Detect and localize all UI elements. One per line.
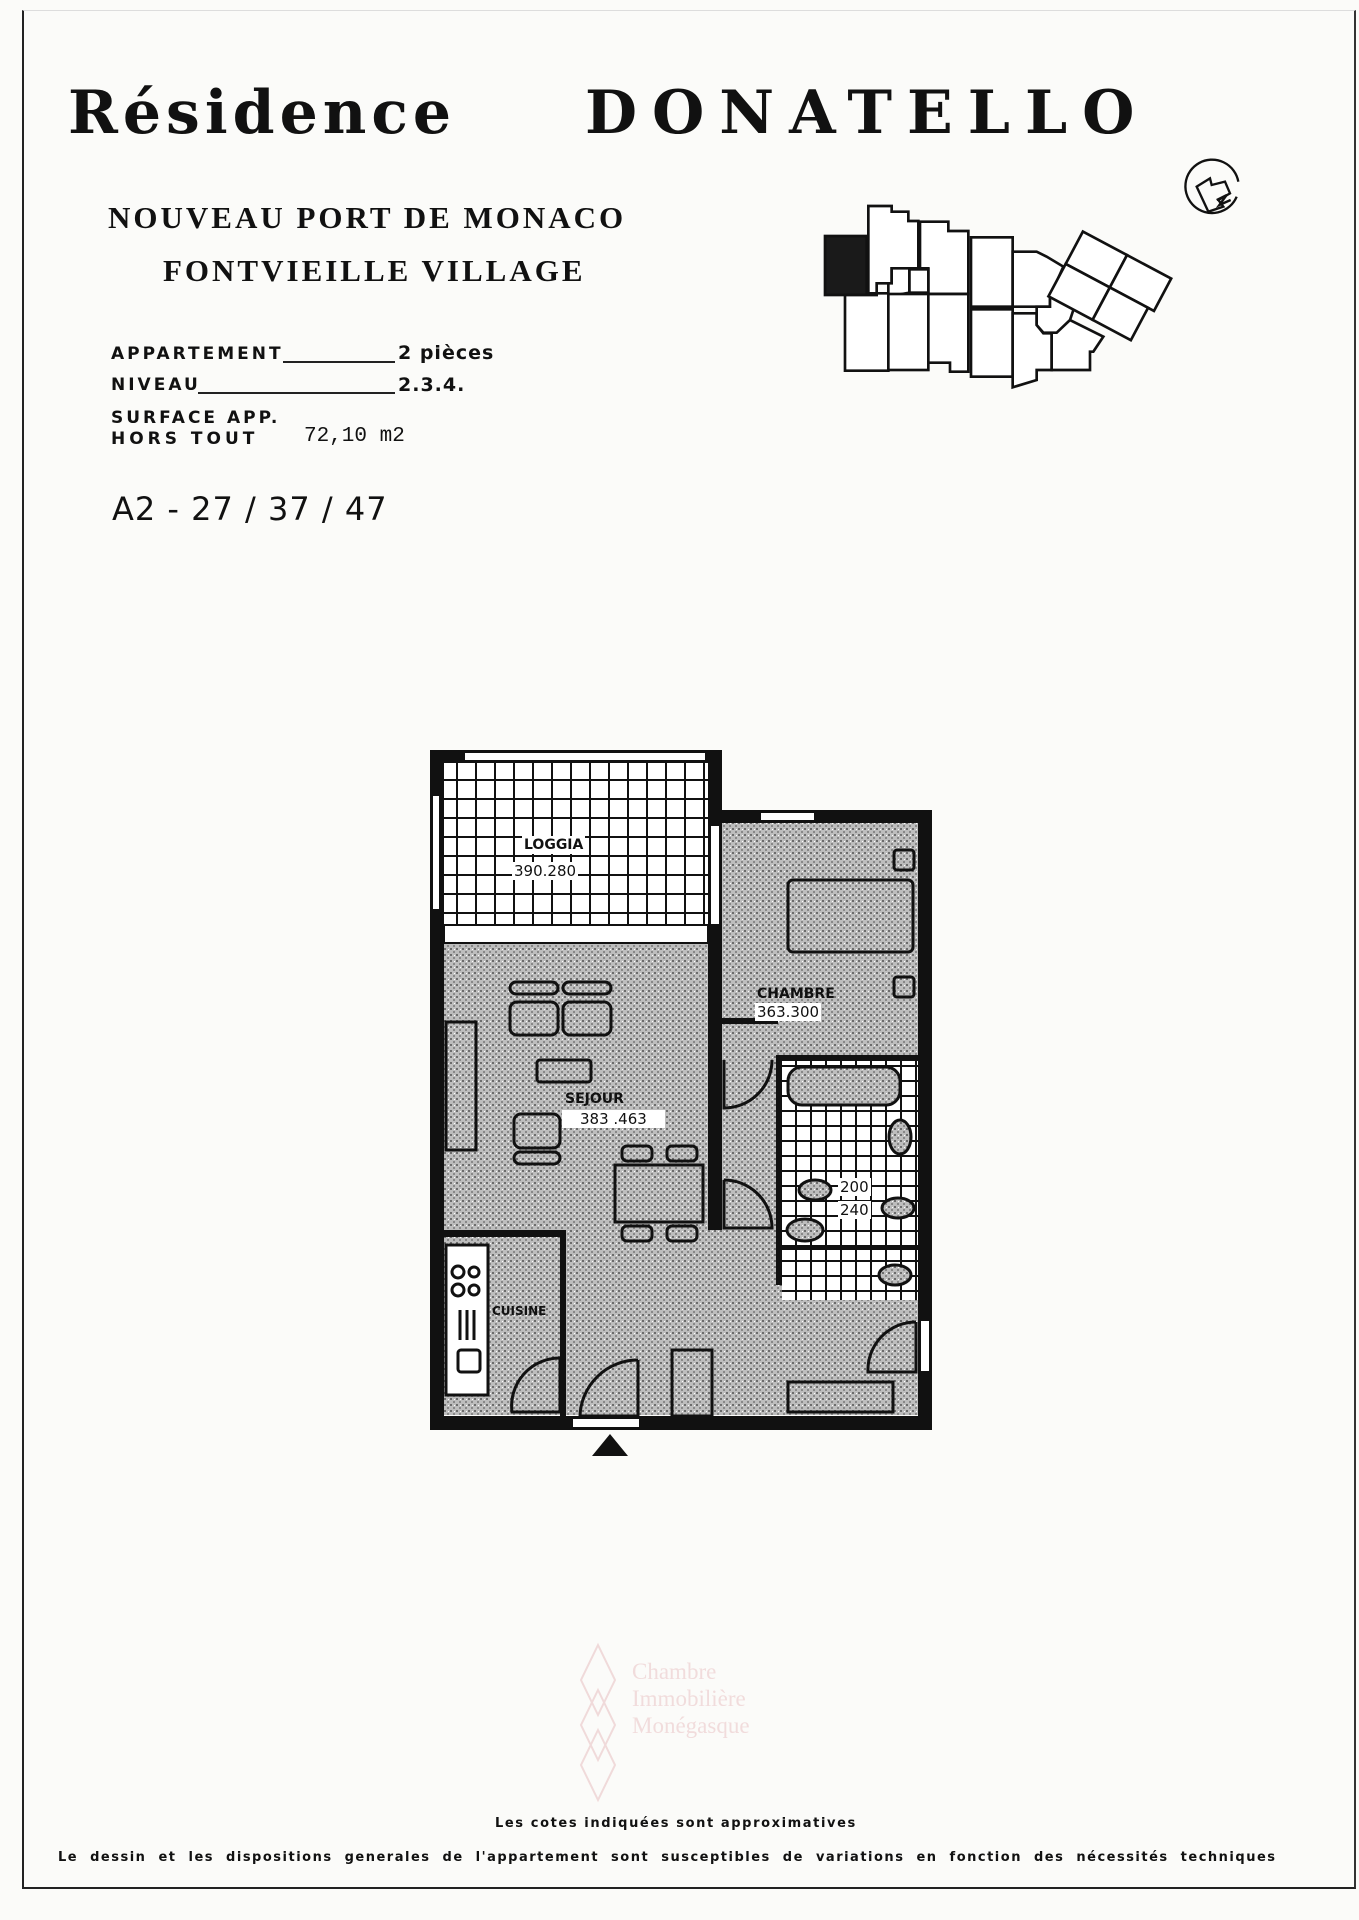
sofa-seat — [508, 1000, 560, 1037]
footer-note-variations: Le dessin et les dispositions generales … — [58, 1850, 1277, 1865]
sofa-seat — [561, 1000, 613, 1037]
room-dims-sejour: 383 .463 — [562, 1110, 665, 1128]
room-label-chambre: CHAMBRE — [757, 986, 835, 1002]
armchair — [512, 1112, 562, 1150]
watermark-line2: Immobilière — [632, 1686, 746, 1711]
cupboard — [670, 1348, 714, 1418]
bed — [786, 878, 915, 954]
highlighted-unit — [823, 234, 868, 297]
coffee-table — [535, 1058, 593, 1084]
closet — [786, 1380, 895, 1414]
armchair-cushion — [512, 1150, 562, 1166]
washbasin — [785, 1217, 825, 1243]
watermark-logo-icon — [579, 1642, 617, 1803]
nightstand — [892, 848, 916, 872]
room-label-cuisine: CUISINE — [492, 1304, 547, 1318]
room-label-sejour: SEJOUR — [565, 1091, 624, 1107]
entrance-arrow-icon — [592, 1434, 628, 1456]
sofa-cushion — [508, 980, 560, 996]
appartement-value: 2 pièces — [398, 342, 495, 364]
washbasin — [880, 1196, 916, 1220]
entry-door-sill — [571, 1417, 641, 1429]
kitchen-stove-icon — [450, 1264, 482, 1374]
hors-tout-label: HORS TOUT — [111, 429, 259, 449]
leader-line — [283, 361, 395, 363]
niveau-label: NIVEAU — [111, 375, 201, 395]
nightstand — [892, 975, 916, 999]
page-frame — [22, 10, 1356, 1889]
bathtub — [786, 1065, 902, 1107]
loggia-window — [443, 924, 709, 944]
door-swing-icon — [510, 1059, 918, 1418]
cabinet — [444, 1020, 478, 1152]
footer-note-approx: Les cotes indiquées sont approximatives — [495, 1816, 857, 1831]
site-plan — [823, 158, 1240, 390]
sofa-cushion — [561, 980, 613, 996]
room-dims-bain-2: 240 — [838, 1201, 871, 1219]
dining-table — [613, 1163, 705, 1224]
north-arrow-icon — [1184, 158, 1240, 215]
toilet — [877, 1263, 913, 1287]
room-dims-chambre: 363.300 — [755, 1003, 822, 1021]
subtitle-port: NOUVEAU PORT DE MONACO — [108, 200, 627, 235]
niveau-value: 2.3.4. — [398, 374, 466, 396]
appartement-label: APPARTEMENT — [111, 344, 284, 364]
leader-line — [198, 392, 395, 394]
room-dims-loggia: 390.280 — [512, 862, 579, 880]
apartment-reference: A2 - 27 / 37 / 47 — [112, 490, 388, 528]
surface-label: SURFACE APP. — [111, 408, 281, 428]
watermark-line1: Chambre — [632, 1659, 717, 1684]
bidet — [887, 1118, 913, 1156]
title-donatello: DONATELLO — [585, 78, 1150, 148]
surface-value: 72,10 m2 — [304, 425, 405, 448]
room-label-loggia: LOGGIA — [522, 836, 586, 854]
watermark-line3: Monégasque — [632, 1713, 750, 1738]
subtitle-village: FONTVIEILLE VILLAGE — [163, 253, 586, 288]
title-residence: Résidence — [68, 78, 457, 148]
room-dims-bain-1: 200 — [838, 1178, 871, 1196]
washbasin — [797, 1178, 833, 1202]
